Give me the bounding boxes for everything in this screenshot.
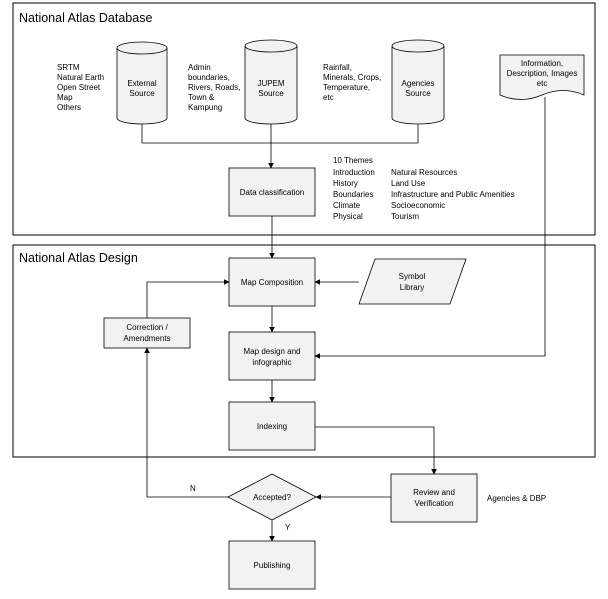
- open-data-item: Open Street: [57, 83, 101, 92]
- agencies-source-cylinder: Agencies Source: [391, 39, 445, 125]
- data-classification-label: Data classification: [240, 188, 304, 197]
- open-data-item: Natural Earth: [57, 73, 104, 82]
- symbol-library-label: Symbol: [399, 272, 426, 281]
- agency-data-item: etc: [323, 93, 334, 102]
- map-composition-box: Map Composition: [228, 257, 316, 307]
- symbol-library-label: Library: [400, 283, 424, 292]
- information-document-label: etc: [537, 79, 548, 88]
- external-source-label: Source: [129, 89, 155, 98]
- review-verification-label: Review and: [413, 488, 455, 497]
- arrow-indexing-to-review: [315, 426, 437, 475]
- agency-data-item: Minerals, Crops,: [323, 73, 381, 82]
- information-document-label: Description, Images: [507, 69, 578, 78]
- source-connectors: [141, 124, 419, 169]
- map-design-label: infographic: [252, 358, 291, 367]
- jupem-data-item: Rivers, Roads,: [188, 83, 240, 92]
- theme-item: History: [333, 179, 358, 188]
- symbol-library-shape: Symbol Library: [358, 258, 467, 305]
- indexing-box: Indexing: [228, 401, 316, 451]
- agency-data-list: Rainfall, Minerals, Crops, Temperature, …: [323, 63, 381, 102]
- agencies-dbp-label: Agencies & DBP: [487, 494, 546, 503]
- information-document: Information, Description, Images etc: [499, 54, 585, 100]
- publishing-box: Publishing: [228, 540, 316, 590]
- open-data-item: Map: [57, 93, 73, 102]
- open-data-item: SRTM: [57, 63, 80, 72]
- theme-item: Land Use: [391, 179, 426, 188]
- arrow-information-to-map-design: [314, 97, 546, 359]
- theme-item: Physical: [333, 212, 363, 221]
- external-source-cylinder: External Source: [116, 41, 168, 125]
- open-data-item: Others: [57, 103, 81, 112]
- design-section-title: National Atlas Design: [19, 251, 138, 265]
- correction-amendments-box: Correction / Amendments: [103, 317, 191, 349]
- theme-item: Tourism: [391, 212, 419, 221]
- agencies-source-label: Agencies: [402, 79, 435, 88]
- theme-item: Infrastructure and Public Amenities: [391, 190, 515, 199]
- jupem-source-label: Source: [258, 89, 284, 98]
- theme-item: Introduction: [333, 168, 375, 177]
- no-path-label: N: [190, 484, 196, 493]
- review-verification-label: Verification: [414, 499, 453, 508]
- correction-amendments-label: Correction /: [126, 323, 168, 332]
- data-classification-box: Data classification: [228, 167, 316, 217]
- arrow-no-to-correction: [144, 347, 228, 498]
- external-source-label: External: [127, 79, 157, 88]
- publishing-label: Publishing: [254, 561, 291, 570]
- correction-amendments-label: Amendments: [123, 334, 170, 343]
- accepted-decision-label: Accepted?: [253, 493, 291, 502]
- map-design-box: Map design and infographic: [228, 331, 316, 381]
- design-section-frame: [12, 244, 596, 458]
- accepted-decision-diamond: Accepted?: [227, 473, 317, 521]
- map-design-label: Map design and: [244, 347, 301, 356]
- open-data-list: SRTM Natural Earth Open Street Map Other…: [57, 63, 104, 112]
- theme-item: Boundaries: [333, 190, 373, 199]
- map-composition-label: Map Composition: [241, 278, 303, 287]
- jupem-source-cylinder: JUPEM Source: [244, 39, 298, 125]
- themes-heading: 10 Themes: [333, 156, 373, 165]
- jupem-data-item: Town &: [188, 93, 215, 102]
- jupem-source-label: JUPEM: [257, 79, 284, 88]
- agency-data-item: Rainfall,: [323, 63, 352, 72]
- agency-data-item: Temperature,: [323, 83, 370, 92]
- yes-path-label: Y: [285, 523, 291, 532]
- database-section-title: National Atlas Database: [19, 11, 152, 25]
- indexing-label: Indexing: [257, 422, 287, 431]
- jupem-data-item: Kampung: [188, 103, 222, 112]
- jupem-data-item: boundaries,: [188, 73, 230, 82]
- agencies-source-label: Source: [405, 89, 431, 98]
- theme-item: Natural Resources: [391, 168, 457, 177]
- database-section-frame: [12, 2, 596, 236]
- themes-list: 10 Themes Introduction History Boundarie…: [333, 156, 515, 221]
- information-document-label: Information,: [521, 59, 563, 68]
- arrow-correction-to-composition: [146, 279, 230, 318]
- jupem-data-item: Admin: [188, 63, 211, 72]
- theme-item: Socioeconomic: [391, 201, 445, 210]
- theme-item: Climate: [333, 201, 361, 210]
- jupem-data-list: Admin boundaries, Rivers, Roads, Town & …: [188, 63, 240, 112]
- review-verification-box: Review and Verification: [390, 473, 478, 523]
